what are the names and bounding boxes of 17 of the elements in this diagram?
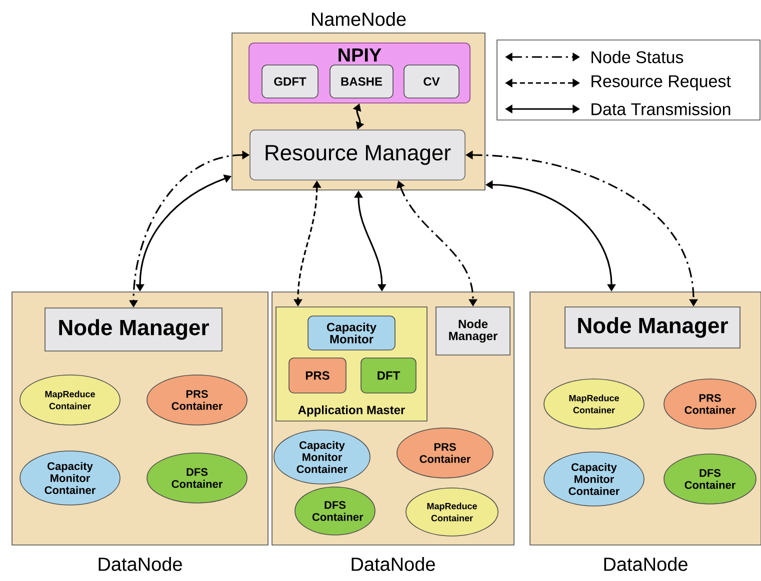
box: Node Manager [564,306,740,348]
box: Node Manager [436,306,510,356]
rounded-box: DFT [360,358,416,394]
node-heading: DataNode [604,557,688,571]
legend-text: Data Transmission [592,102,730,116]
rounded-box: Resource Manager [250,130,466,180]
rounded-box: CV [404,64,460,98]
rounded-box: GDFT [262,64,318,98]
legend-text: Resource Request [592,75,731,91]
box: Node Manager [44,308,222,352]
legend-text: Node Status [592,50,684,64]
rounded-box: BASHE [330,64,394,98]
node-heading: DataNode [98,557,182,571]
node-heading: DataNode [352,557,435,571]
rounded-box: PRS [288,358,346,394]
node-heading: NameNode [312,12,406,26]
rounded-box: Capacity Monitor [308,316,396,350]
